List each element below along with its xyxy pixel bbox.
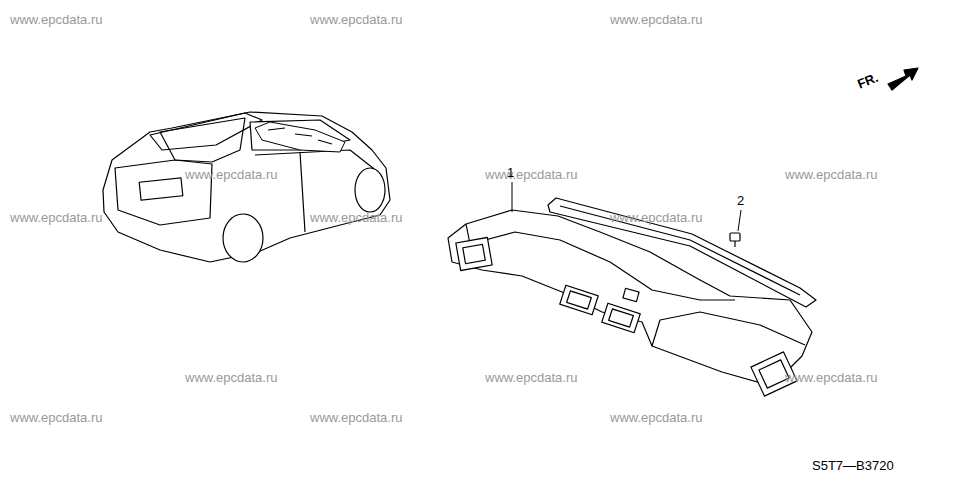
duct-ridge <box>466 224 805 346</box>
car-body <box>103 112 390 262</box>
watermark: www.epcdata.ru <box>310 411 403 424</box>
watermark: www.epcdata.ru <box>10 13 103 26</box>
car-duct-ghost-detail <box>268 128 332 144</box>
watermark: www.epcdata.ru <box>10 411 103 424</box>
car-spoiler <box>150 113 262 150</box>
vent-outlet <box>602 303 641 333</box>
front-arrow <box>888 68 918 90</box>
watermark: www.epcdata.ru <box>610 13 703 26</box>
car-rear-window <box>160 118 245 162</box>
watermark: www.epcdata.ru <box>485 371 578 384</box>
watermark: www.epcdata.ru <box>310 13 403 26</box>
watermark: www.epcdata.ru <box>785 371 878 384</box>
car-duct-ghost <box>255 122 345 152</box>
leader-line <box>738 210 741 231</box>
duct-tab <box>623 288 639 301</box>
car-rear-wheel <box>223 214 263 262</box>
watermark: www.epcdata.ru <box>485 168 578 181</box>
watermark: www.epcdata.ru <box>185 168 278 181</box>
watermark: www.epcdata.ru <box>610 211 703 224</box>
front-indicator: FR. <box>856 71 880 91</box>
watermark: www.epcdata.ru <box>185 371 278 384</box>
leader-line <box>512 182 513 212</box>
bolt <box>730 233 740 247</box>
vent-outlet <box>560 285 599 315</box>
watermark: www.epcdata.ru <box>10 211 103 224</box>
car-front-wheel <box>355 168 385 212</box>
watermark: www.epcdata.ru <box>310 211 403 224</box>
duct-body <box>448 210 812 386</box>
callout-number: 1 <box>507 166 514 179</box>
vent-outlet <box>456 237 492 270</box>
callout-number: 2 <box>737 194 744 207</box>
car-plate <box>139 178 183 200</box>
watermark: www.epcdata.ru <box>785 168 878 181</box>
diagram-code: S5T7—B3720 <box>812 459 894 472</box>
watermark: www.epcdata.ru <box>610 411 703 424</box>
